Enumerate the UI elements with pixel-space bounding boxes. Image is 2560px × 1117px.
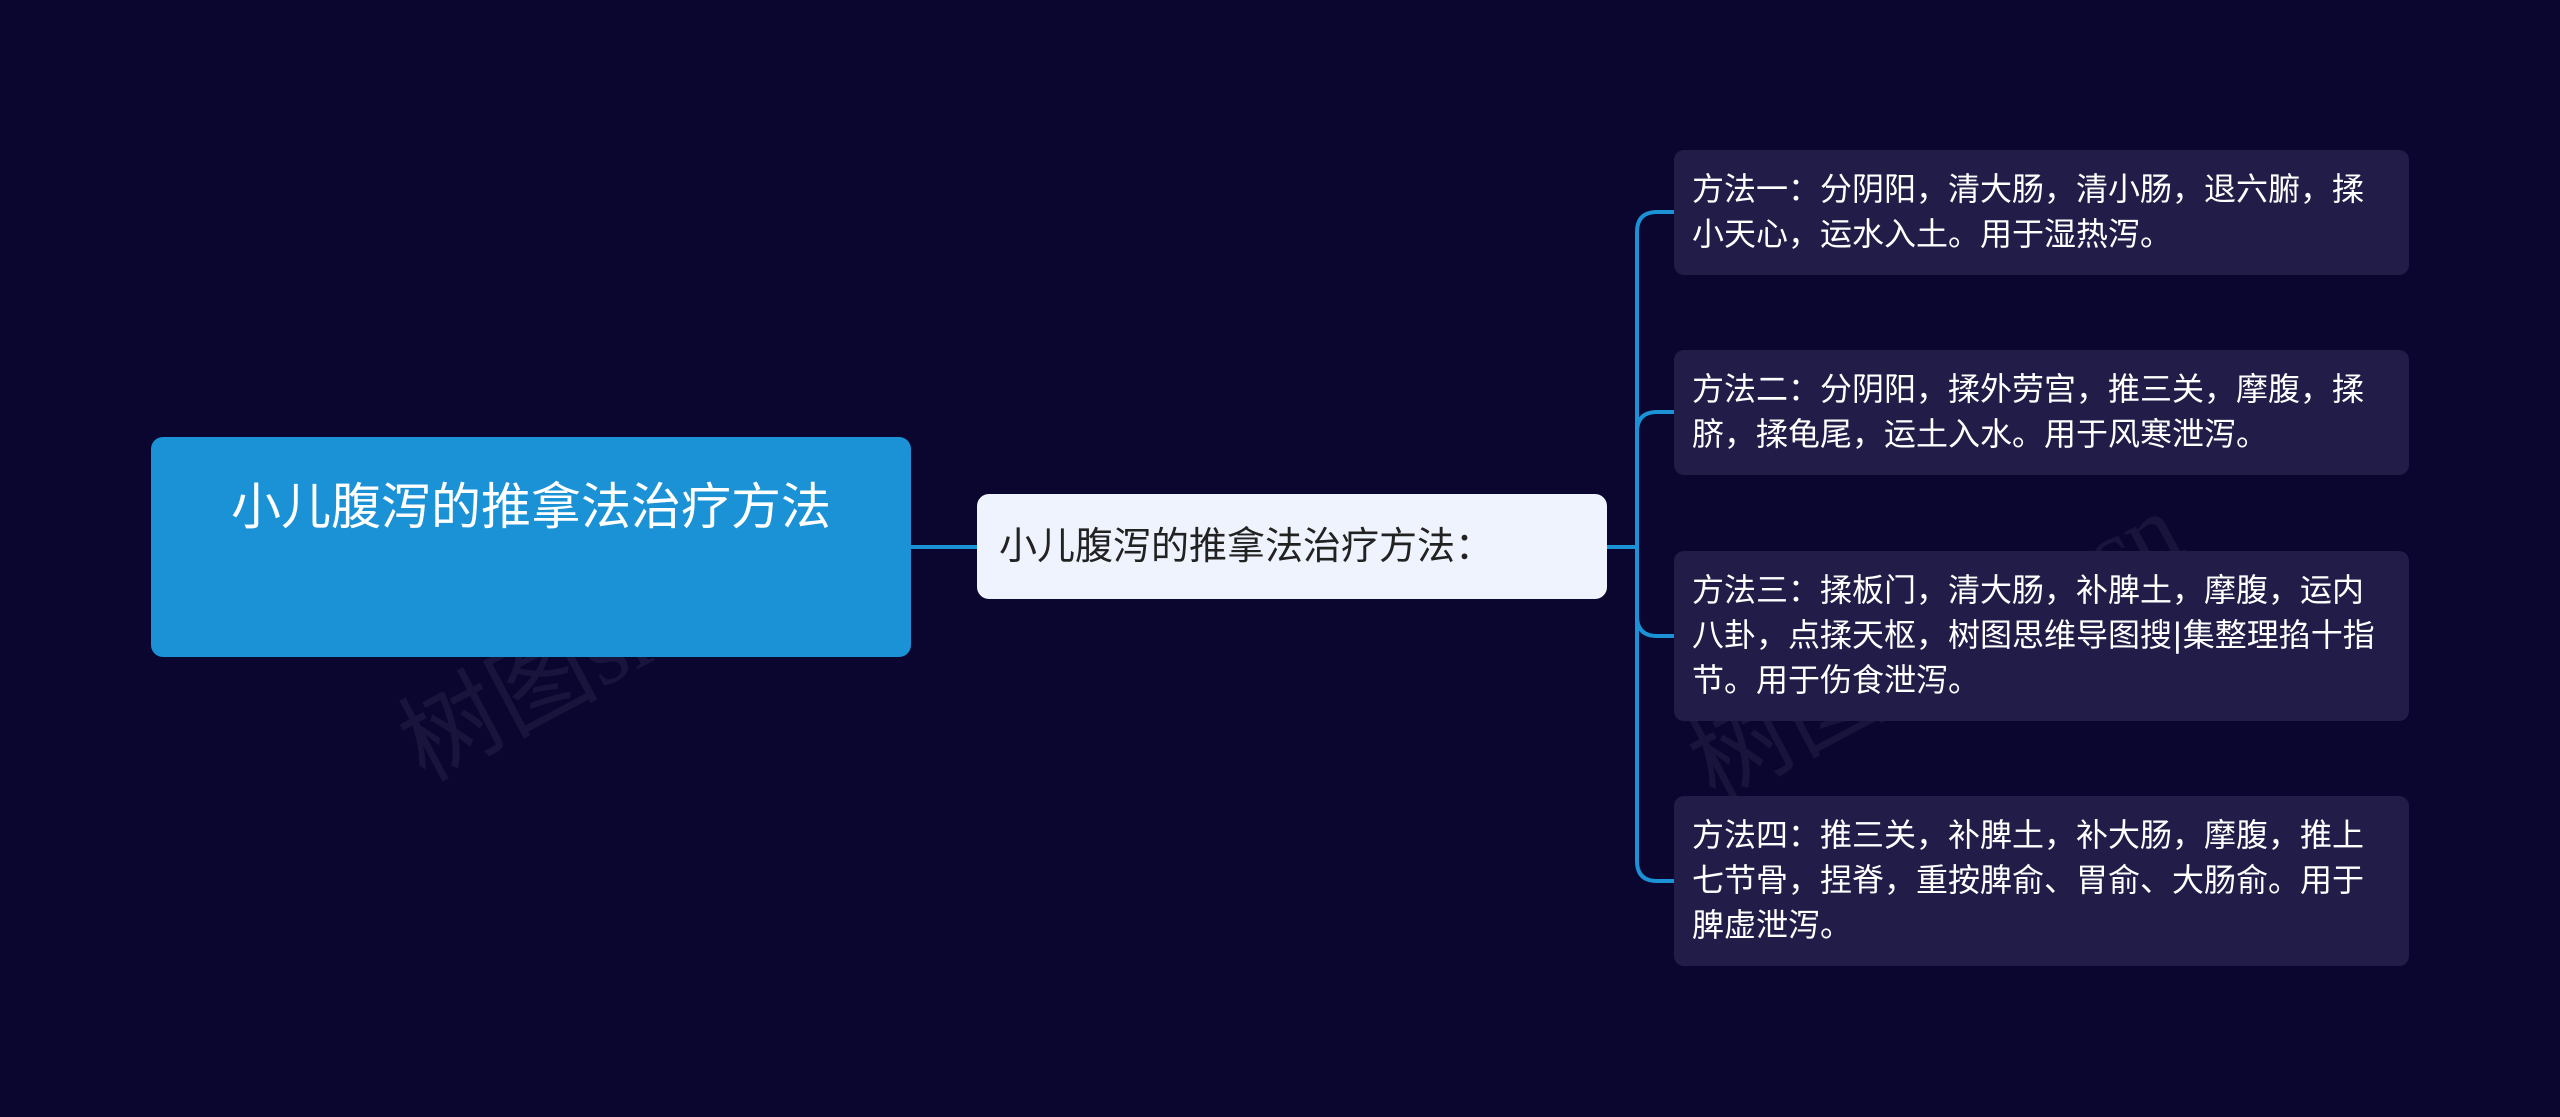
middle-topic-node[interactable]: 小儿腹泻的推拿法治疗方法： [977,494,1607,599]
leaf-text: 方法三：揉板门，清大肠，补脾土，摩腹，运内八卦，点揉天枢，树图思维导图搜|集整理… [1692,571,2375,699]
leaf-node-method-4[interactable]: 方法四：推三关，补脾土，补大肠，摩腹，推上七节骨，捏脊，重按脾俞、胃俞、大肠俞。… [1674,796,2409,966]
middle-to-leaf-3-connector [1635,545,1676,638]
root-topic-text: 小儿腹泻的推拿法治疗方法 [231,478,831,536]
leaf-text: 方法一：分阴阳，清大肠，清小肠，退六腑，揉小天心，运水入土。用于湿热泻。 [1692,170,2365,253]
middle-topic-text: 小儿腹泻的推拿法治疗方法： [999,524,1494,568]
middle-to-leaf-1-connector [1635,210,1676,549]
middle-to-leaf-2-connector [1635,410,1676,549]
root-topic-node[interactable]: 小儿腹泻的推拿法治疗方法 [151,437,911,657]
leaf-node-method-3[interactable]: 方法三：揉板门，清大肠，补脾土，摩腹，运内八卦，点揉天枢，树图思维导图搜|集整理… [1674,551,2409,721]
leaf-node-method-2[interactable]: 方法二：分阴阳，揉外劳宫，推三关，摩腹，揉脐，揉龟尾，运土入水。用于风寒泄泻。 [1674,350,2409,475]
leaf-text: 方法四：推三关，补脾土，补大肠，摩腹，推上七节骨，捏脊，重按脾俞、胃俞、大肠俞。… [1692,816,2365,944]
leaf-text: 方法二：分阴阳，揉外劳宫，推三关，摩腹，揉脐，揉龟尾，运土入水。用于风寒泄泻。 [1692,370,2365,453]
leaf-node-method-1[interactable]: 方法一：分阴阳，清大肠，清小肠，退六腑，揉小天心，运水入土。用于湿热泻。 [1674,150,2409,275]
middle-to-leaf-4-connector [1635,545,1676,883]
